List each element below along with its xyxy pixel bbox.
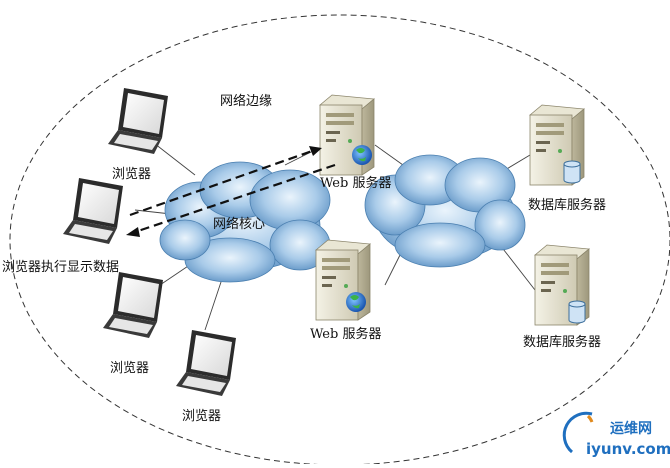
web-server-label: Web 服务器 <box>320 176 392 191</box>
database-icon <box>568 300 586 324</box>
laptop-icon <box>176 330 236 396</box>
watermark-url: iyunv.com <box>586 440 670 458</box>
db-server-label: 数据库服务器 <box>523 335 602 350</box>
laptop-icon <box>108 88 168 154</box>
db-server-label: 数据库服务器 <box>528 198 607 213</box>
laptop-icon <box>63 178 123 244</box>
watermark-logo <box>562 411 594 454</box>
request-arrow <box>129 146 322 217</box>
globe-icon <box>346 292 366 312</box>
browser-label: 浏览器 <box>110 361 150 376</box>
database-icon <box>563 160 581 184</box>
browser-label: 浏览器 <box>182 409 222 424</box>
globe-icon <box>352 145 372 165</box>
web-server-label: Web 服务器 <box>310 327 382 342</box>
network-core-cloud <box>159 161 331 283</box>
laptop-icon <box>103 272 163 338</box>
browser-label: 浏览器 <box>112 167 152 182</box>
network-edge-label: 网络边缘 <box>220 94 273 109</box>
response-arrow <box>126 163 336 237</box>
watermark-cn: 运维网 <box>610 421 652 437</box>
network-core-label: 网络核心 <box>213 217 266 232</box>
browser-display-label: 浏览器执行显示数据 <box>2 260 120 275</box>
backend-cloud <box>364 154 526 268</box>
